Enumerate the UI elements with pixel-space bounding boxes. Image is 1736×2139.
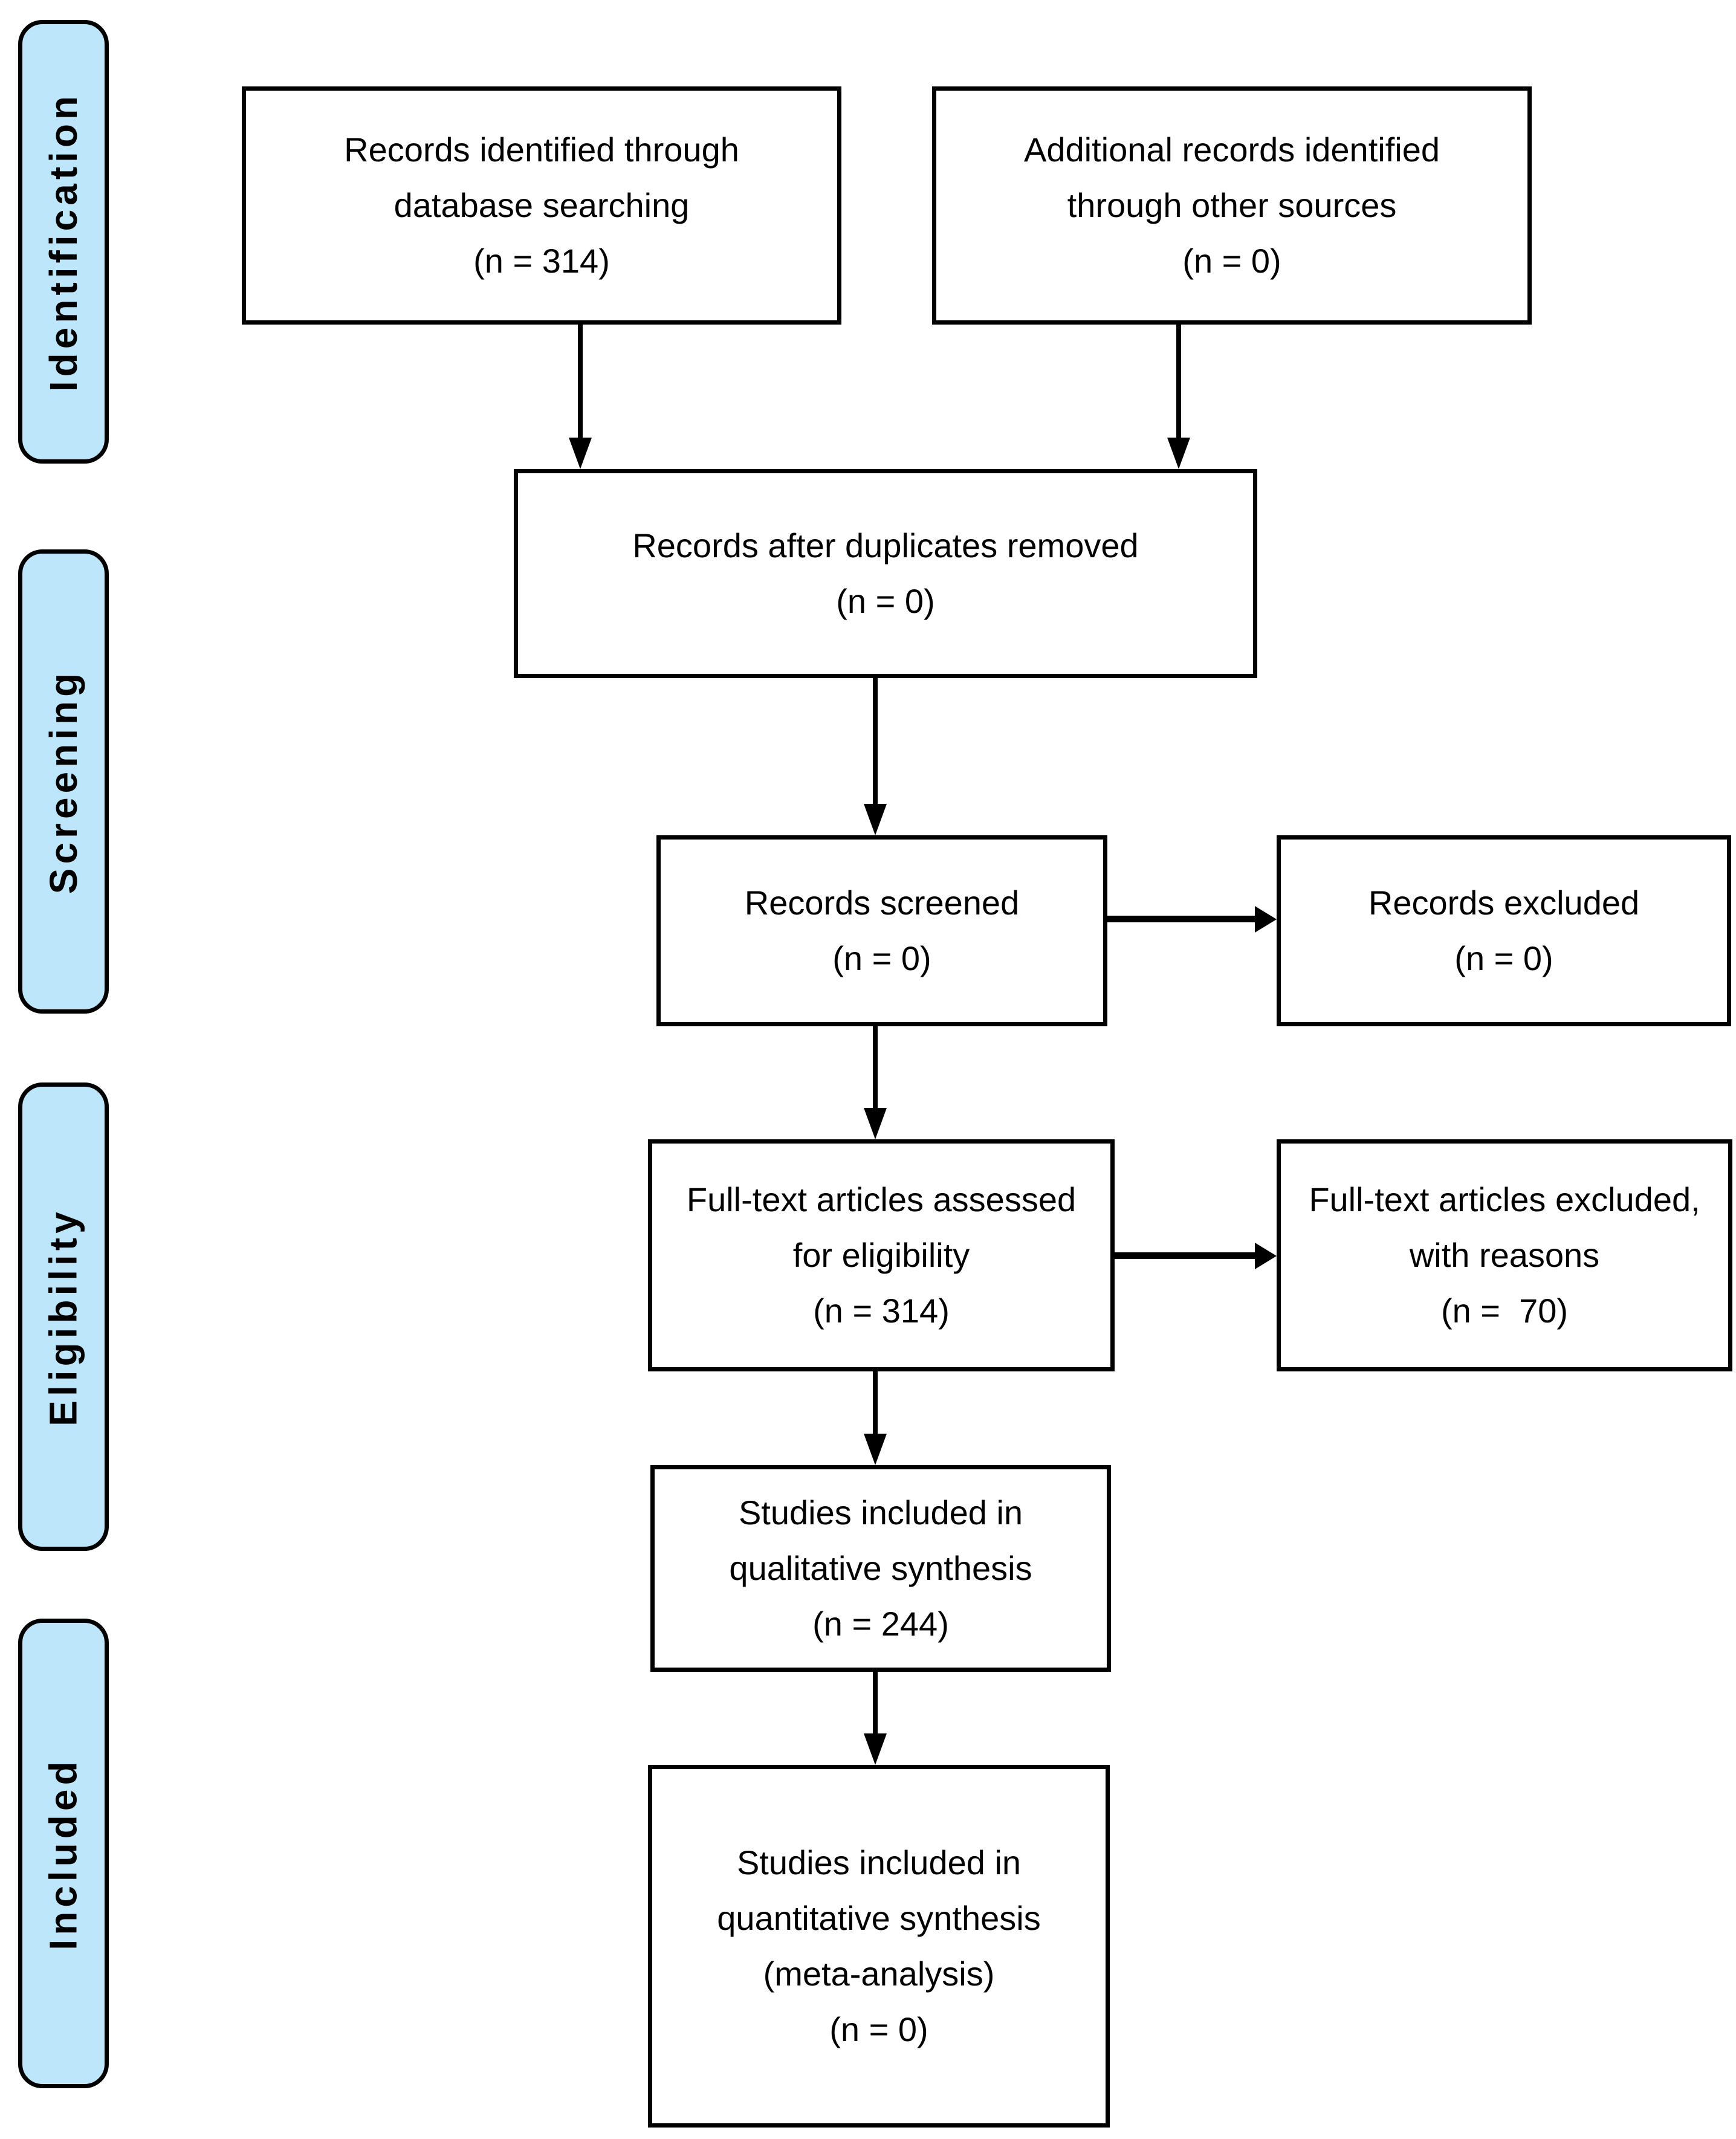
arrow-fulltext-to-ftexcluded-head: [1255, 1243, 1277, 1269]
arrow-qualitative-to-quantitative-head: [864, 1733, 887, 1765]
arrow-identified-to-dedup-head: [569, 438, 592, 469]
stage-screening-label: Screening: [42, 668, 85, 895]
arrow-additional-to-dedup-head: [1167, 438, 1190, 469]
box-additional-records: Additional records identified through ot…: [932, 86, 1532, 325]
stage-screening: Screening: [18, 549, 109, 1014]
box-fulltext-excluded-text: Full-text articles excluded, with reason…: [1309, 1180, 1700, 1330]
stage-eligibility-label: Eligibility: [42, 1207, 85, 1426]
box-fulltext-excluded: Full-text articles excluded, with reason…: [1277, 1139, 1732, 1371]
box-records-identified-text: Records identified through database sear…: [344, 131, 739, 280]
arrow-fulltext-to-ftexcluded-shaft: [1115, 1252, 1256, 1259]
box-after-duplicates-text: Records after duplicates removed (n = 0): [632, 526, 1139, 620]
stage-included-label: Included: [42, 1756, 85, 1950]
box-after-duplicates: Records after duplicates removed (n = 0): [514, 469, 1257, 678]
stage-identification: Identification: [18, 20, 109, 464]
box-quantitative-synthesis: Studies included in quantitative synthes…: [648, 1765, 1110, 2128]
arrow-dedup-to-screened-head: [864, 804, 887, 835]
arrow-additional-to-dedup-shaft: [1176, 325, 1181, 439]
arrow-screened-to-fulltext-head: [864, 1108, 887, 1139]
arrow-screened-to-excluded-head: [1255, 906, 1277, 933]
box-fulltext-assessed: Full-text articles assessed for eligibil…: [648, 1139, 1115, 1371]
box-records-excluded-text: Records excluded (n = 0): [1368, 884, 1640, 977]
box-records-identified: Records identified through database sear…: [242, 86, 841, 325]
box-additional-records-text: Additional records identified through ot…: [1024, 131, 1440, 280]
box-quantitative-synthesis-text: Studies included in quantitative synthes…: [717, 1843, 1041, 2048]
arrow-dedup-to-screened-shaft: [873, 678, 878, 804]
box-records-screened-text: Records screened (n = 0): [744, 884, 1020, 977]
stage-eligibility: Eligibility: [18, 1082, 109, 1551]
arrow-fulltext-to-qualitative-head: [864, 1434, 887, 1465]
arrow-fulltext-to-qualitative-shaft: [873, 1371, 878, 1434]
arrow-screened-to-fulltext-shaft: [873, 1026, 878, 1108]
arrow-identified-to-dedup-shaft: [578, 325, 583, 439]
box-records-screened: Records screened (n = 0): [656, 835, 1107, 1026]
box-fulltext-assessed-text: Full-text articles assessed for eligibil…: [686, 1180, 1077, 1330]
stage-identification-label: Identification: [42, 91, 85, 392]
box-records-excluded: Records excluded (n = 0): [1277, 835, 1731, 1026]
box-qualitative-synthesis: Studies included in qualitative synthesi…: [650, 1465, 1111, 1672]
stage-included: Included: [18, 1619, 109, 2088]
arrow-screened-to-excluded-shaft: [1107, 916, 1256, 922]
box-qualitative-synthesis-text: Studies included in qualitative synthesi…: [729, 1493, 1032, 1643]
arrow-qualitative-to-quantitative-shaft: [873, 1672, 878, 1733]
